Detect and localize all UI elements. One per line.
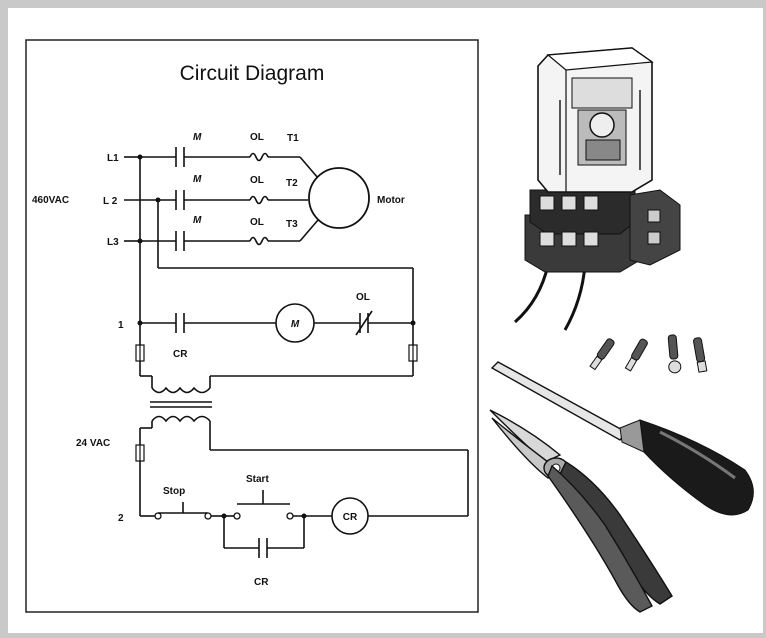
label-460vac: 460VAC: [32, 195, 69, 206]
diagram-title: Circuit Diagram: [180, 62, 325, 85]
cr-coil-symbol: [331, 497, 369, 535]
control-circuit: 1 CR M OL: [76, 154, 469, 588]
label-cr-contact: CR: [173, 349, 188, 360]
label-l3: L3: [107, 237, 119, 248]
label-ol3: OL: [250, 217, 264, 228]
label-t1: T1: [287, 133, 299, 144]
diagram-frame: [25, 39, 479, 613]
label-line2: 2: [118, 513, 124, 524]
label-m3: M: [193, 215, 202, 226]
relay-icon: [514, 47, 681, 331]
label-motor: Motor: [377, 195, 405, 206]
label-t3: T3: [286, 219, 298, 230]
label-ol2: OL: [250, 175, 264, 186]
label-m2: M: [193, 174, 202, 185]
label-ol1: OL: [250, 132, 264, 143]
label-24vac: 24 VAC: [76, 438, 110, 449]
label-ol-contact: OL: [356, 292, 370, 303]
label-start: Start: [246, 474, 269, 485]
label-l1: L1: [107, 153, 119, 164]
label-stop: Stop: [163, 486, 185, 497]
label-cr-seal: CR: [254, 577, 269, 588]
label-m-coil: M: [291, 319, 300, 330]
transformer-secondary: [151, 415, 211, 423]
motor-symbol: [308, 167, 370, 229]
label-m1: M: [193, 132, 202, 143]
pliers-icon: [489, 409, 673, 613]
label-l2: L 2: [103, 196, 118, 207]
label-line1: 1: [118, 320, 124, 331]
transformer-primary: [151, 386, 211, 394]
power-circuit: L1 L 2 L3 460VAC M M M OL: [32, 132, 405, 251]
label-t2: T2: [286, 178, 298, 189]
label-cr-coil: CR: [343, 512, 358, 523]
wire-terminal-icon: [589, 334, 708, 374]
screwdriver-icon: [490, 361, 754, 516]
